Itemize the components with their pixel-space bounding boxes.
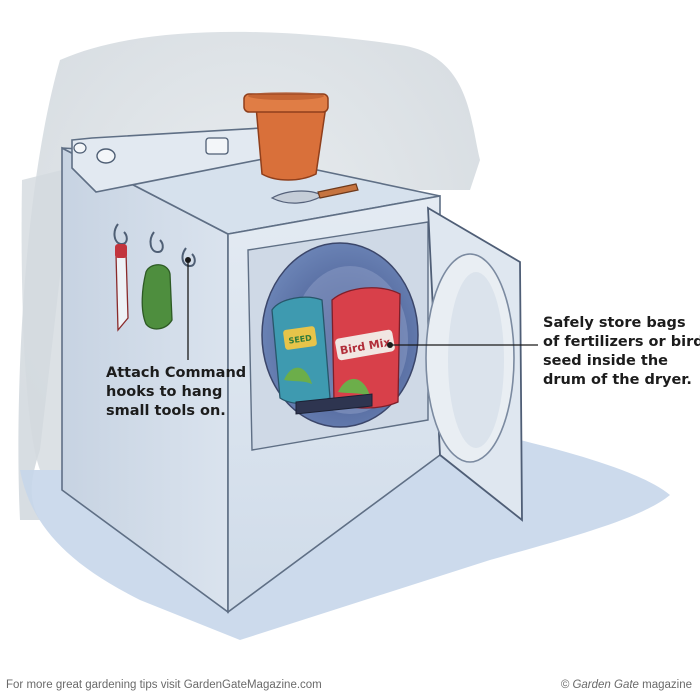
hook-3-icon (181, 247, 196, 268)
seed-bag-label: SEED (288, 333, 313, 345)
lint-filter-slot (295, 393, 373, 415)
footer-brand: © Garden Gate (560, 679, 639, 691)
callout-hooks-line-3: small tools on. (106, 403, 226, 419)
gardening-glove-icon (141, 264, 173, 330)
trowel-handle (317, 183, 359, 199)
wall-wash-2 (21, 170, 62, 470)
flower-pot (255, 105, 327, 181)
control-knob-1 (96, 148, 116, 164)
callout-bags-line-2: of fertilizers or bird (543, 334, 700, 350)
footer-website-promo: For more great gardening tips visit Gard… (6, 679, 322, 691)
footer-brand-suffix: magazine (638, 679, 692, 691)
callout-bags-line-3: seed inside the (543, 353, 668, 369)
hook-2-icon (149, 231, 164, 254)
control-display (205, 137, 229, 155)
callout-command-hooks: Attach Command hooks to hang small tools… (106, 364, 246, 421)
bird-mix-leaves (338, 378, 370, 396)
footer-copyright: © Garden Gate magazine (561, 679, 692, 691)
hooks-leader-dot (185, 257, 191, 263)
hand-saw-icon (115, 251, 129, 332)
callout-store-bags: Safely store bags of fertilizers or bird… (543, 314, 700, 390)
callout-bags-line-4: drum of the dryer. (543, 372, 692, 388)
seed-bag (271, 296, 331, 405)
door-window-inner (448, 272, 504, 448)
bird-mix-label-patch (335, 329, 395, 361)
callout-hooks-line-1: Attach Command (106, 365, 247, 381)
callout-bags-line-1: Safely store bags (543, 315, 686, 331)
saw-handle (115, 244, 127, 258)
seed-bag-label-patch (283, 326, 317, 350)
control-knob-2 (73, 142, 87, 154)
bags-leader-dot (387, 342, 393, 348)
seed-bag-leaves (284, 367, 312, 384)
flower-pot-opening (248, 92, 324, 100)
callout-hooks-line-2: hooks to hang (106, 384, 223, 400)
